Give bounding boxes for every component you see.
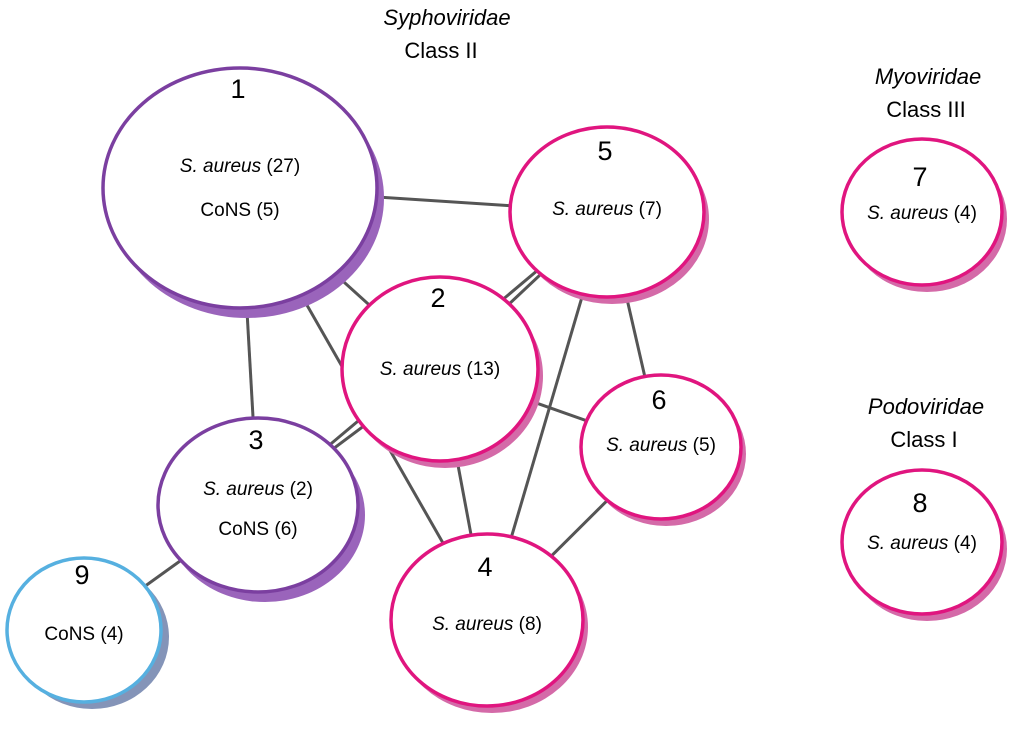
group-family-label: Myoviridae xyxy=(875,64,981,89)
isolate-count: (4) xyxy=(95,624,124,645)
node-number: 6 xyxy=(651,385,666,415)
node-circle xyxy=(840,468,1004,616)
node-6: 6 S. aureus (5) xyxy=(579,373,746,526)
isolate-count: (5) xyxy=(687,435,716,456)
node-number: 9 xyxy=(74,560,89,590)
node-number: 7 xyxy=(912,162,927,192)
node-label: S. aureus (4) xyxy=(867,533,977,554)
group-header-podoviridae: Podoviridae Class I xyxy=(868,394,984,452)
node-circle xyxy=(156,416,360,594)
species-name: S. aureus xyxy=(867,533,949,554)
group-family-label: Podoviridae xyxy=(868,394,984,419)
isolate-count: (4) xyxy=(948,203,977,224)
node-number: 4 xyxy=(477,552,492,582)
node-8: 8 S. aureus (4) xyxy=(840,468,1007,621)
node-label: CoNS (5) xyxy=(200,200,279,221)
group-header-myoviridae: Myoviridae Class III xyxy=(875,64,981,122)
group-family-label: Syphoviridae xyxy=(383,5,510,30)
node-label: CoNS (4) xyxy=(44,624,123,645)
node-1: 1 S. aureus (27) CoNS (5) xyxy=(101,66,384,318)
node-label: S. aureus (5) xyxy=(606,435,716,456)
nodes-layer: 1S. aureus (27)CoNS (5)2S. aureus (13)3S… xyxy=(5,66,1007,713)
isolate-count: (2) xyxy=(284,479,313,500)
species-name: S. aureus xyxy=(552,199,634,220)
node-label: S. aureus (8) xyxy=(432,614,542,635)
node-4: 4 S. aureus (8) xyxy=(389,532,588,713)
isolate-count: (6) xyxy=(269,519,298,540)
species-name: S. aureus xyxy=(380,359,462,380)
species-name: S. aureus xyxy=(203,479,285,500)
node-number: 1 xyxy=(230,74,245,104)
species-name: CoNS xyxy=(218,519,269,540)
node-label: CoNS (6) xyxy=(218,519,297,540)
node-2: 2 S. aureus (13) xyxy=(340,275,543,468)
isolate-count: (13) xyxy=(461,359,500,380)
node-7: 7 S. aureus (4) xyxy=(840,137,1007,292)
group-class-label: Class II xyxy=(404,38,477,63)
group-class-label: Class I xyxy=(890,427,957,452)
node-number: 5 xyxy=(597,136,612,166)
node-number: 3 xyxy=(248,425,263,455)
node-label: S. aureus (13) xyxy=(380,359,500,380)
node-number: 2 xyxy=(430,283,445,313)
node-label: S. aureus (7) xyxy=(552,199,662,220)
species-name: CoNS xyxy=(200,200,251,221)
species-name: S. aureus xyxy=(180,156,262,177)
node-number: 8 xyxy=(912,488,927,518)
node-label: S. aureus (2) xyxy=(203,479,313,500)
node-5: 5 S. aureus (7) xyxy=(508,125,709,304)
isolate-count: (5) xyxy=(251,200,280,221)
isolate-count: (4) xyxy=(948,533,977,554)
group-header-syphoviridae: Syphoviridae Class II xyxy=(383,5,510,63)
node-label: S. aureus (4) xyxy=(867,203,977,224)
species-name: S. aureus xyxy=(432,614,514,635)
species-name: CoNS xyxy=(44,624,95,645)
isolate-count: (8) xyxy=(513,614,542,635)
node-circle xyxy=(5,556,163,704)
node-3: 3 S. aureus (2) CoNS (6) xyxy=(156,416,365,602)
isolate-count: (7) xyxy=(633,199,662,220)
species-name: S. aureus xyxy=(867,203,949,224)
isolate-count: (27) xyxy=(261,156,300,177)
node-circle xyxy=(389,532,585,708)
node-circle xyxy=(340,275,540,463)
node-circle xyxy=(840,137,1004,287)
group-class-label: Class III xyxy=(886,97,965,122)
node-label: S. aureus (27) xyxy=(180,156,300,177)
node-circle xyxy=(101,66,379,310)
species-name: S. aureus xyxy=(606,435,688,456)
node-circle xyxy=(579,373,743,521)
node-circle xyxy=(508,125,706,299)
